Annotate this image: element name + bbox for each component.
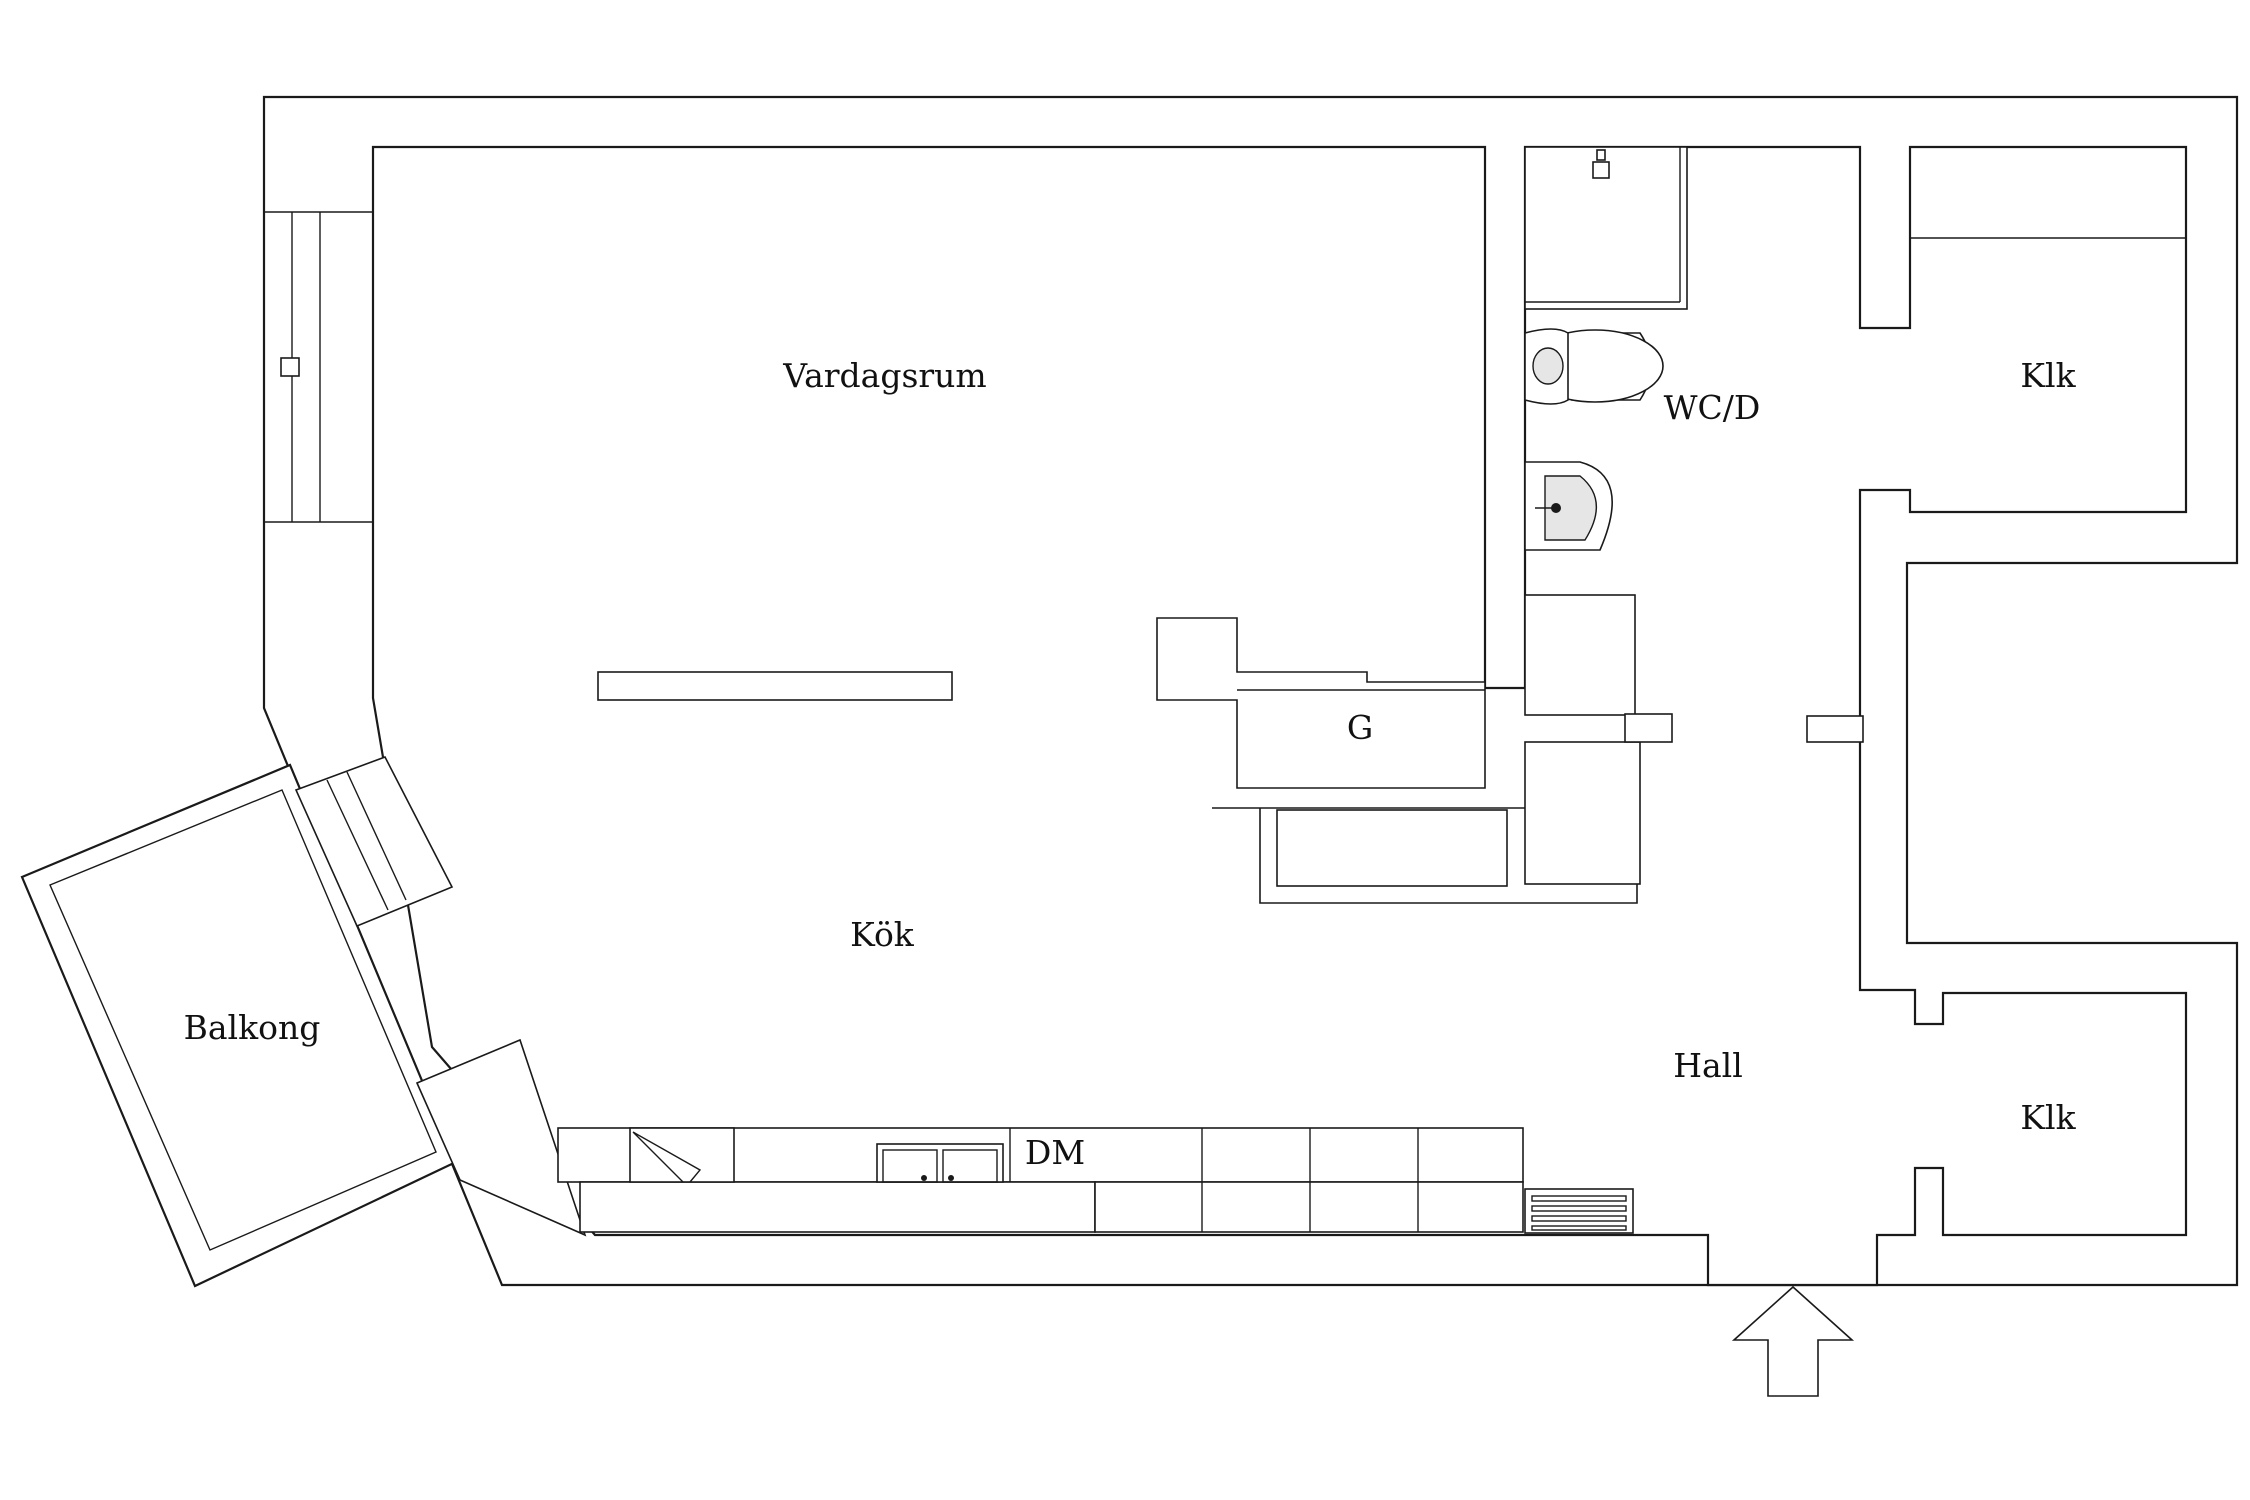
room-label-balkong: Balkong	[184, 1008, 321, 1047]
room-label-hall: Hall	[1673, 1046, 1743, 1085]
room-label-vardagsrum: Vardagsrum	[782, 356, 986, 395]
fridge	[629, 1127, 735, 1183]
room-label-klk-top: Klk	[2020, 356, 2076, 395]
room-label-wc-d: WC/D	[1664, 388, 1761, 427]
wall-stub-middle	[1624, 713, 1673, 743]
wc-fixtures	[1524, 146, 1688, 551]
room-label-kok: Kök	[850, 915, 915, 954]
room-label-klk-bottom: Klk	[2020, 1098, 2076, 1137]
sink-icon	[1524, 461, 1613, 551]
partition-bar	[597, 671, 953, 701]
wall-corner-lower-left	[415, 1038, 587, 1237]
balcony-door	[294, 756, 454, 928]
radiator	[1524, 1188, 1634, 1234]
room-label-g: G	[1347, 708, 1373, 747]
kitchen-sink-icon	[876, 1143, 1004, 1183]
window-left	[264, 211, 373, 523]
kitchen-counter	[557, 1127, 1524, 1233]
wardrobe-g	[1156, 617, 1486, 789]
toilet-icon	[1524, 328, 1664, 405]
wall-block-right	[1806, 715, 1864, 743]
entrance-arrow	[1731, 1285, 1855, 1397]
appliance-label-dm: DM	[1025, 1133, 1085, 1172]
